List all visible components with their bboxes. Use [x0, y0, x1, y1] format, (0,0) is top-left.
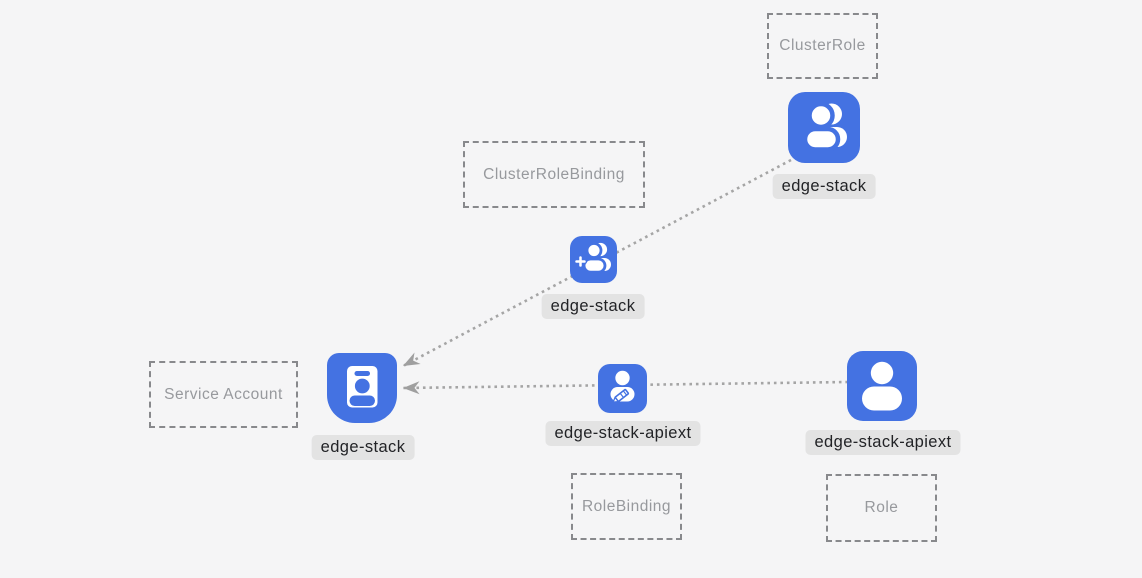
type-box-role: Role — [826, 474, 937, 542]
node-label: edge-stack — [781, 177, 867, 195]
node-label-chip: edge-stack — [772, 174, 876, 199]
user-icon — [847, 349, 917, 424]
node-label-chip: edge-stack — [311, 435, 415, 460]
node-label: edge-stack — [320, 438, 406, 456]
service-account-node — [327, 353, 397, 423]
node-label-chip: edge-stack — [541, 294, 645, 319]
cluster-role-node — [788, 92, 860, 163]
id-badge-icon — [327, 351, 397, 426]
type-box-service-account: Service Account — [149, 361, 298, 428]
node-label-chip: edge-stack-apiext — [545, 421, 701, 446]
cluster-role-binding-node — [570, 236, 617, 283]
type-box-label: ClusterRole — [779, 37, 866, 54]
type-box-label: ClusterRoleBinding — [483, 165, 625, 183]
type-box-cluster-role-binding: ClusterRoleBinding — [463, 141, 645, 208]
role-node — [847, 351, 917, 421]
node-label: edge-stack-apiext — [814, 433, 952, 451]
node-label: edge-stack-apiext — [554, 424, 692, 442]
node-label-chip: edge-stack-apiext — [805, 430, 961, 455]
type-box-cluster-role: ClusterRole — [767, 13, 878, 79]
edge-clusterrole-to-serviceaccount — [402, 158, 792, 368]
type-box-label: Service Account — [164, 385, 283, 403]
user-add-icon — [570, 234, 617, 286]
type-box-label: RoleBinding — [581, 497, 672, 515]
user-edit-icon — [598, 362, 647, 416]
users-group-icon — [788, 90, 860, 166]
type-box-label: Role — [864, 499, 899, 516]
type-box-role-binding: RoleBinding — [571, 473, 682, 540]
role-binding-node — [598, 364, 647, 413]
node-label: edge-stack — [550, 297, 636, 315]
